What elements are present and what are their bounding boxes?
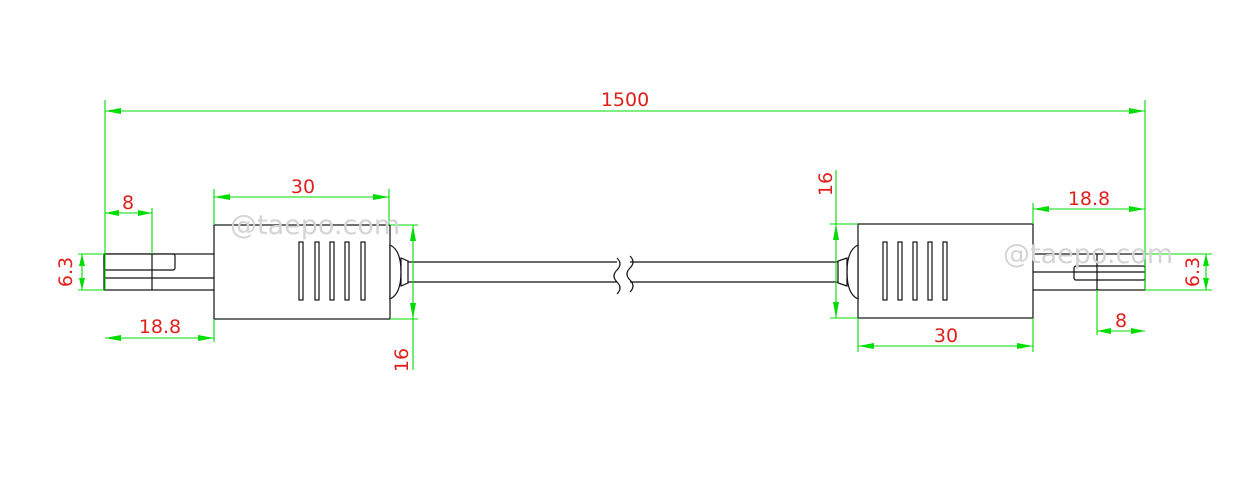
label-right-pin-length: 8	[1115, 310, 1127, 332]
left-strain-relief	[400, 257, 409, 287]
right-strain-relief	[837, 257, 848, 287]
label-left-plug-width: 6.3	[55, 257, 77, 287]
label-right-boot-length: 30	[934, 325, 958, 347]
break-symbol	[613, 255, 634, 295]
label-overall-length: 1500	[601, 89, 649, 111]
left-pin-top	[103, 253, 176, 271]
dim-right-pin-length	[1096, 290, 1145, 335]
label-left-boot-height: 16	[391, 348, 413, 372]
cable-assembly	[103, 223, 1146, 320]
label-right-plug-width: 6.3	[1182, 257, 1204, 287]
right-boot	[857, 223, 1034, 319]
dim-left-pin-length	[105, 208, 153, 254]
label-left-plug-length: 18.8	[139, 316, 181, 338]
dim-overall-length	[104, 100, 1146, 290]
dim-left-boot-height	[390, 224, 418, 370]
cable	[407, 261, 838, 283]
dimension-lines	[78, 100, 1212, 370]
dim-left-boot-length	[213, 189, 390, 225]
label-right-boot-height: 16	[815, 172, 837, 196]
dim-right-boot-length	[857, 318, 1034, 352]
right-boot-shoulder	[846, 244, 859, 300]
dim-right-plug-width	[1145, 253, 1212, 291]
left-connector	[103, 224, 409, 320]
watermark-right: @taepo.com	[1003, 239, 1173, 270]
left-boot-shoulder	[389, 244, 402, 300]
dim-right-boot-height	[830, 170, 858, 319]
right-connector	[837, 223, 1146, 319]
dim-left-plug-width	[78, 253, 104, 291]
label-left-boot-length: 30	[291, 176, 315, 198]
dim-left-plug-length	[105, 319, 215, 342]
label-left-pin-length: 8	[122, 192, 134, 214]
watermark-left: @taepo.com	[230, 210, 400, 241]
label-right-plug-length: 18.8	[1068, 188, 1110, 210]
left-grip-slots	[298, 241, 366, 301]
dim-right-plug-length	[1032, 203, 1145, 224]
right-grip-slots	[882, 241, 948, 301]
